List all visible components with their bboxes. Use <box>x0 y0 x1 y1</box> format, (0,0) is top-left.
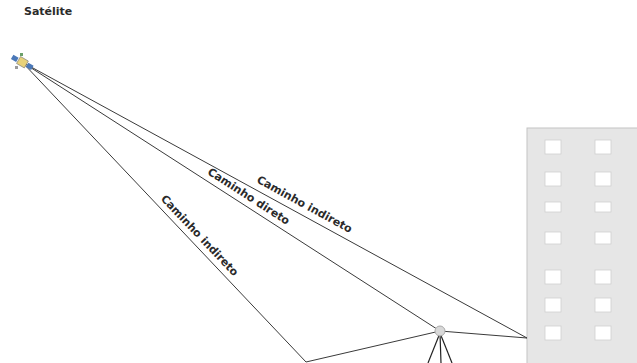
satellite-icon <box>11 53 34 70</box>
path-label: Caminho indireto <box>158 192 241 279</box>
signal-paths <box>22 62 527 362</box>
windows <box>545 140 611 340</box>
building <box>527 128 637 363</box>
satellite-label: Satélite <box>24 5 72 18</box>
receiver <box>428 326 452 363</box>
